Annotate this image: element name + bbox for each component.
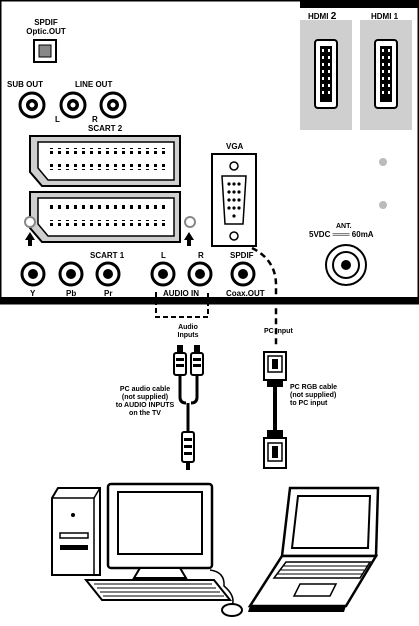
rgb-cable-note: PC RGB cable (not supplied) to PC input	[290, 384, 337, 408]
rgb-cable-line2: (not supplied)	[290, 392, 337, 399]
vga-link-dashed	[251, 246, 278, 345]
vga-plug-icon	[263, 351, 287, 387]
arrow-up-icon	[25, 232, 35, 246]
hdmi2-label: HDMI 2	[308, 12, 336, 22]
pb-label: Pb	[66, 289, 77, 298]
coax-out-label: Coax.OUT	[226, 289, 265, 298]
rgb-cable-line3: to PC input	[290, 400, 328, 407]
hdmi2-number: 2	[330, 11, 337, 22]
rca-jack-icon	[58, 261, 84, 287]
vga-plug-icon	[263, 430, 287, 469]
screw-icon	[24, 216, 36, 228]
audio-cable-line2: (not supplied)	[121, 394, 169, 401]
hdmi1-label: HDMI 1	[371, 12, 399, 21]
ant-label: ANT.	[336, 223, 352, 230]
line-out-l-label: L	[55, 115, 60, 124]
rca-jack-icon	[95, 261, 121, 287]
spdif-coax-label: SPDIF	[230, 251, 254, 260]
line-out-r-label: R	[92, 115, 98, 124]
hdmi2-text: HDMI	[308, 12, 329, 21]
pc-input-label: PC Input	[264, 328, 293, 335]
rca-jack-icon	[230, 261, 256, 287]
scart-port-icon	[29, 191, 181, 243]
hdmi-port-icon	[360, 20, 412, 130]
audio-r-label: R	[198, 251, 204, 260]
rca-jack-icon	[99, 91, 127, 119]
y-label: Y	[30, 289, 36, 298]
optic-out-label: Optic.OUT	[26, 27, 66, 36]
audio-jack-plug-icon	[181, 431, 195, 470]
scart1-label: SCART 1	[90, 251, 125, 260]
spdif-label: SPDIF	[34, 18, 58, 27]
rgb-cable-line1: PC RGB cable	[290, 384, 338, 391]
pr-label: Pr	[104, 289, 113, 298]
rca-jack-icon	[18, 91, 46, 119]
screw-icon	[379, 158, 387, 166]
rca-jack-icon	[20, 261, 46, 287]
scart2-label: SCART 2	[88, 124, 123, 133]
optical-port-icon	[33, 39, 57, 63]
audio-cable-line3: to AUDIO INPUTS	[115, 402, 175, 409]
audio-inputs-line1: Audio	[178, 324, 198, 331]
vga-label: VGA	[226, 142, 244, 151]
audio-cable	[190, 375, 199, 405]
arrow-up-icon	[184, 232, 194, 246]
rca-plug-icon	[173, 345, 187, 376]
desktop-computer-icon	[51, 482, 243, 617]
antenna-socket-icon	[325, 244, 367, 286]
hdmi-port-icon	[300, 20, 352, 130]
scart-port-icon	[29, 135, 181, 187]
spdif-optic-label: SPDIF Optic.OUT	[26, 18, 66, 36]
audio-cable-note: PC audio cable (not supplied) to AUDIO I…	[108, 386, 182, 418]
line-out-label: LINE OUT	[75, 80, 113, 89]
screw-icon	[379, 201, 387, 209]
rca-jack-icon	[150, 261, 176, 287]
vga-port-icon	[211, 153, 257, 247]
audio-inputs-label: Audio Inputs	[166, 324, 210, 340]
screw-icon	[184, 216, 196, 228]
audio-l-label: L	[161, 251, 166, 260]
rca-plug-icon	[190, 345, 204, 376]
audio-in-highlight	[155, 292, 209, 318]
audio-cable-line1: PC audio cable	[119, 386, 171, 393]
audio-inputs-line2: Inputs	[177, 332, 199, 339]
power-label: 5VDC ═══ 60mA	[309, 230, 374, 239]
sub-out-label: SUB OUT	[7, 80, 43, 89]
laptop-icon	[247, 486, 380, 612]
rca-jack-icon	[187, 261, 213, 287]
audio-in-label: AUDIO IN	[163, 289, 199, 298]
audio-cable-line4: on the TV	[129, 410, 161, 417]
rca-jack-icon	[59, 91, 87, 119]
audio-cable	[178, 375, 187, 405]
